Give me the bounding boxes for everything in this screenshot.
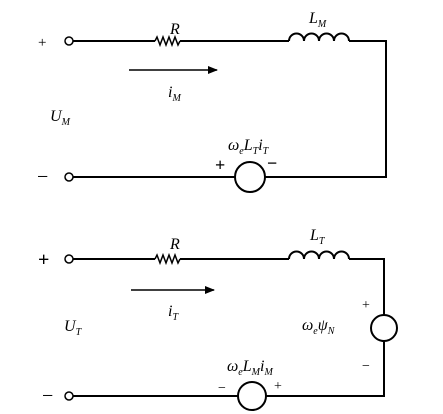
t-source-right xyxy=(370,314,398,342)
t-source-bottom-plus: + xyxy=(274,379,282,394)
t-right-wire-upper xyxy=(349,258,385,315)
m-terminal-top xyxy=(64,36,74,46)
t-terminal-bottom xyxy=(64,391,74,401)
m-resistor-label: R xyxy=(169,21,180,38)
t-current-label: iT xyxy=(168,303,179,323)
t-voltage-label: UT xyxy=(64,318,83,338)
t-inductor xyxy=(288,250,350,260)
m-resistor xyxy=(154,34,181,48)
t-source-right-minus: − xyxy=(362,359,370,374)
t-source-bottom xyxy=(237,381,267,411)
m-source-plus: + xyxy=(215,155,225,175)
t-source-bottom-label: ωeLMiM xyxy=(227,358,273,378)
m-source-minus: − xyxy=(267,153,277,173)
m-voltage-label: UM xyxy=(50,108,71,128)
m-source-label: ωeLTiT xyxy=(228,137,270,157)
m-terminal-bottom xyxy=(64,172,74,182)
t-resistor xyxy=(154,252,181,266)
m-terminal-plus-label: + xyxy=(38,35,46,51)
t-source-right-label: ωeψN xyxy=(302,317,336,337)
m-terminal-minus-label: − xyxy=(37,166,48,188)
t-terminal-minus-label: − xyxy=(42,385,53,407)
m-inductor xyxy=(288,32,350,42)
m-top-wire-right xyxy=(265,40,387,178)
m-current-label: iM xyxy=(168,84,181,104)
circuit-m: + − R LM iM UM ωeLTiT + − xyxy=(37,10,387,193)
t-source-right-plus: + xyxy=(362,298,370,313)
t-right-wire-lower xyxy=(266,341,385,397)
t-terminal-plus-label: + xyxy=(38,249,49,271)
t-resistor-label: R xyxy=(169,236,180,253)
circuit-t: + − R LT iT UT ωeψN + − ωeLMiM − + xyxy=(38,227,398,411)
t-source-bottom-minus: − xyxy=(218,381,226,396)
m-source xyxy=(234,161,266,193)
t-terminal-top xyxy=(64,254,74,264)
t-inductor-label: LT xyxy=(309,227,326,247)
m-inductor-label: LM xyxy=(308,10,327,30)
